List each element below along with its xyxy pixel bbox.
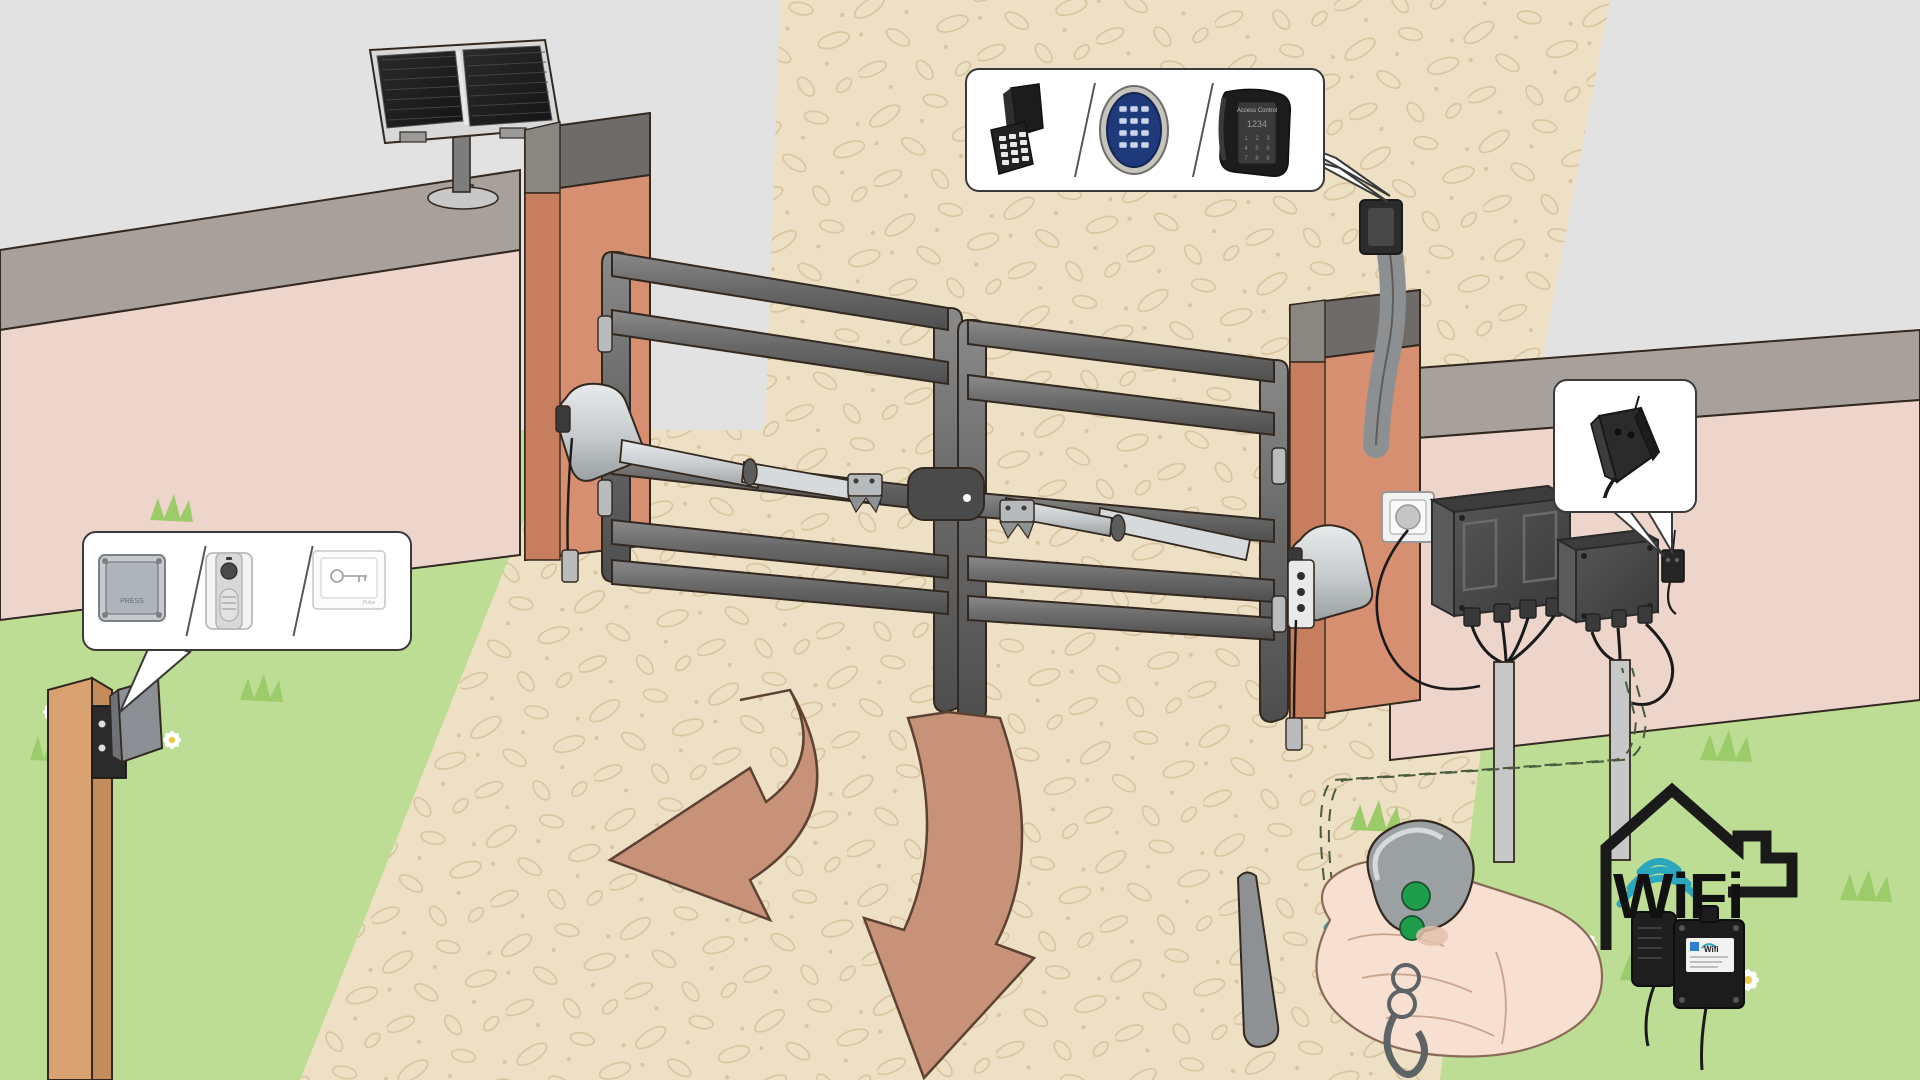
svg-text:9: 9 — [1267, 156, 1271, 162]
ground-bollard — [1236, 871, 1280, 1048]
callout-item-radio-receiver[interactable] — [1569, 394, 1681, 498]
wooden-intercom-post — [47, 676, 164, 1080]
handheld-remote-fob[interactable] — [1315, 819, 1604, 1078]
left-wall-face — [0, 248, 521, 622]
gate-swing-arrow-left — [607, 688, 819, 923]
wifi-house-icon — [1600, 782, 1798, 950]
wifi-gate-module[interactable]: Wifi — [1673, 905, 1745, 1071]
callout-item-round-keypad[interactable] — [1092, 82, 1199, 178]
svg-text:2: 2 — [1256, 136, 1260, 142]
svg-text:Access Control: Access Control — [1237, 108, 1277, 114]
svg-text:8: 8 — [1256, 156, 1260, 162]
callout-item-flip-keypad[interactable] — [973, 82, 1080, 178]
gate-swing-arrow-right — [861, 710, 1037, 1080]
svg-text:Pulse: Pulse — [362, 600, 375, 606]
solar-panel-on-pole — [368, 38, 562, 210]
svg-text:5: 5 — [1256, 146, 1260, 152]
keypads-callout-tail-2 — [1309, 159, 1389, 203]
svg-text:1: 1 — [1245, 136, 1249, 142]
linear-actuator-left — [555, 382, 883, 583]
svg-text:Wifi: Wifi — [1704, 945, 1719, 954]
callout-item-key-switch[interactable]: Pulse — [307, 545, 405, 638]
keypads-callout: Access Control 1234 1 2 3 4 5 6 7 8 9 — [965, 68, 1325, 192]
svg-text:4: 4 — [1245, 146, 1249, 152]
buttons-callout: PRESS Pulse — [82, 531, 412, 651]
svg-text:3: 3 — [1267, 136, 1271, 142]
svg-text:1234: 1234 — [1247, 119, 1267, 129]
wifi-signal-icon — [1616, 858, 1702, 908]
callout-item-doorbell-button[interactable] — [198, 545, 296, 638]
wifi-text-label: WiFi — [1613, 860, 1744, 932]
svg-text:7: 7 — [1245, 156, 1249, 162]
power-adapter — [1631, 911, 1677, 1047]
svg-text:6: 6 — [1267, 146, 1271, 152]
linear-actuator-right — [999, 496, 1374, 751]
callout-item-touch-keypad[interactable]: Access Control 1234 1 2 3 4 5 6 7 8 9 — [1210, 82, 1317, 178]
electric-gate-lock — [907, 467, 985, 521]
receiver-callout — [1553, 379, 1697, 513]
gooseneck-mounted-keypad[interactable] — [1359, 199, 1406, 458]
callout-item-weatherproof-box[interactable]: PRESS — [89, 545, 187, 638]
radio-link-path — [1319, 667, 1648, 885]
auxiliary-control-box[interactable] — [1555, 528, 1675, 861]
svg-text:PRESS: PRESS — [121, 598, 145, 605]
